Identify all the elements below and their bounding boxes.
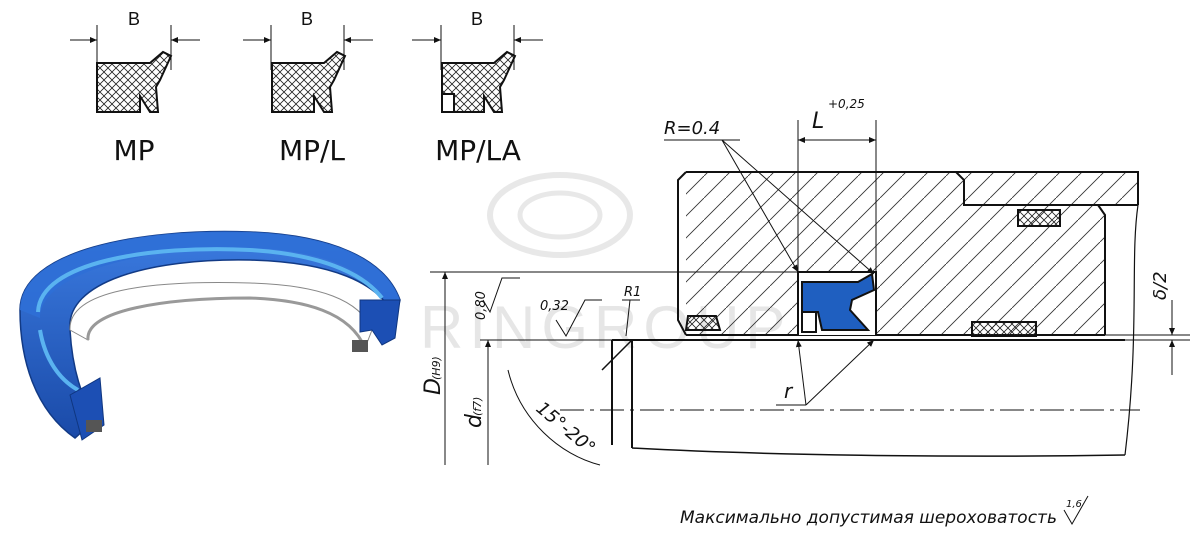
profile-name: MP/L [279,134,345,167]
profile-mp-la: B MP/LA [412,9,543,167]
profile-mp: B MP [70,9,200,167]
roughness-080: 0,80 [474,291,489,320]
seal-3d-render [19,230,401,441]
profile-name: MP/LA [435,134,521,167]
profile-dim-label: B [471,9,483,29]
dim-rod-tol: (f7) [471,397,484,416]
roughness-032: 0,32 [540,299,569,314]
dim-groove-length: L [812,109,824,134]
fillet-label: R1 [624,285,641,300]
dim-bore: D [421,378,446,395]
assembly-drawing: D (H9) d (f7) L +0,25 R=0.4 r δ/2 0,80 0… [421,97,1190,466]
groove-radius-label: r [784,379,794,403]
profile-mp-l: B MP/L [243,9,373,167]
gap-label: δ/2 [1150,271,1171,300]
footnote-text: Максимально допустимая шероховатость [680,508,1057,528]
dim-bore-tol: (H9) [430,356,443,380]
anti-extrusion-ring-icon [441,93,455,113]
dim-rod: d [462,413,487,428]
roughness-footnote: Максимально допустимая шероховатость 1,6 [680,495,1089,528]
dim-groove-tol: +0,25 [828,97,865,111]
profile-name: MP [113,134,154,167]
footnote-roughness-value: 1,6 [1066,499,1082,510]
profile-dim-label: B [128,9,140,29]
profile-dim-label: B [301,9,313,29]
radius-label: R=0.4 [664,118,720,139]
